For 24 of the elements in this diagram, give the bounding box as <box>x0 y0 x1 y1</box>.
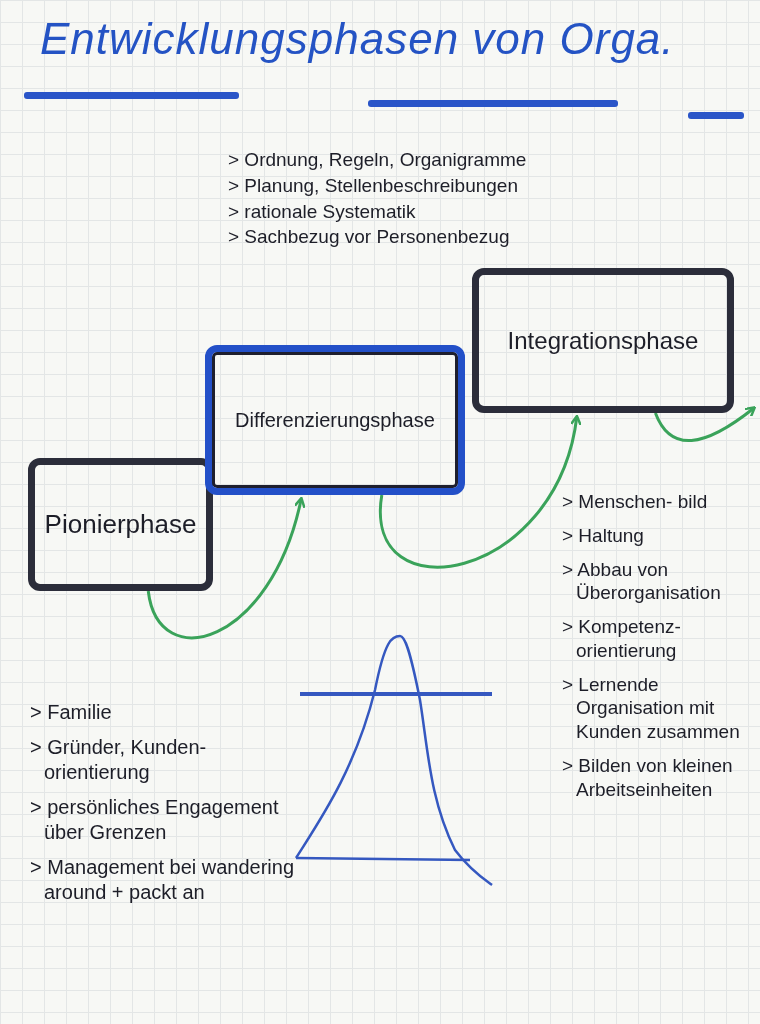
bullet-text: > Familie <box>30 700 113 725</box>
phase-label: Integrationsphase <box>506 326 700 355</box>
bullet-text: > Bilden von kleinen Arbeitseinheiten <box>562 753 734 802</box>
bullet-text: > Planung, Stellenbeschreibungen <box>228 173 519 198</box>
bullet-text: > rationale Systematik <box>228 199 417 224</box>
bullet-text: > persönliches Engagement über Grenzen <box>30 795 280 845</box>
title: Entwicklungsphasen von Orga. <box>40 14 675 64</box>
bullet-text: > Ordnung, Regeln, Organigramme <box>228 148 528 172</box>
phase-box <box>205 345 465 495</box>
phase-box <box>472 268 734 413</box>
bullet-text: > Kompetenz- orientierung <box>562 615 682 663</box>
curved-arrow <box>146 496 306 639</box>
bullet-text: > Menschen- bild <box>562 490 709 514</box>
bullet-text: > Sachbezug vor Personenbezug <box>228 225 511 249</box>
bullet-text: > Gründer, Kunden- orientierung <box>30 735 208 785</box>
phase-label: Pionierphase <box>43 509 198 540</box>
phase-label: Differenzierungsphase <box>234 408 436 432</box>
curved-arrow <box>654 406 757 442</box>
bullet-text: > Haltung <box>562 523 645 548</box>
bullet-text: > Abbau von Überorganisation <box>562 557 722 605</box>
bullet-text: > Lernende Organisation mit Kunden zusammen <box>562 672 741 744</box>
phase-box <box>28 458 213 591</box>
bullet-text: > Management bei wandering around + packt an <box>30 855 296 905</box>
curved-arrow <box>379 414 582 569</box>
